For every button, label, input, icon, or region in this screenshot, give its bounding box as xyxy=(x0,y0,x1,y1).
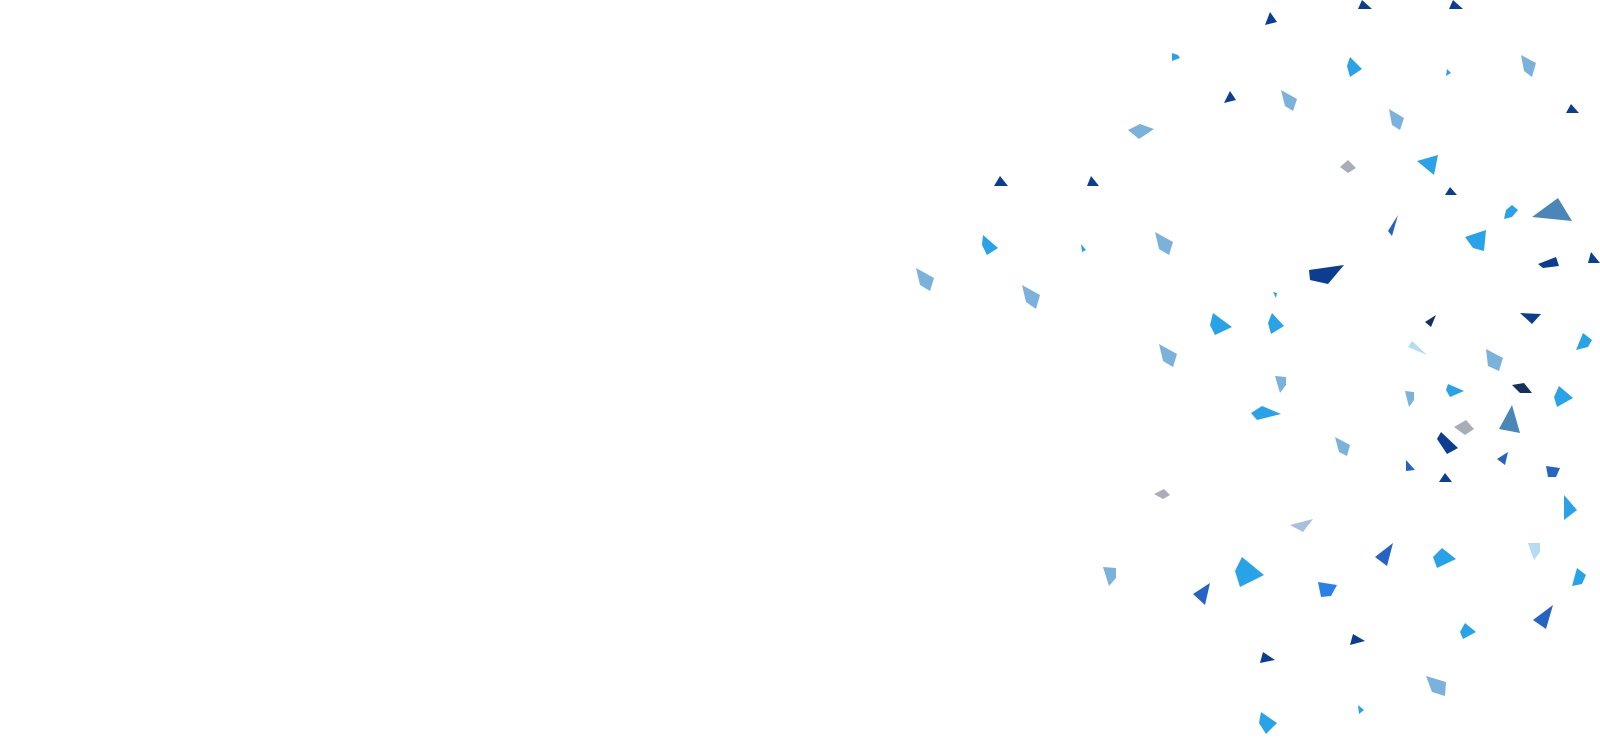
confetti-quad xyxy=(1554,386,1573,407)
confetti-quad xyxy=(1433,548,1456,568)
confetti-quad xyxy=(1210,313,1232,335)
confetti-quad xyxy=(1512,383,1532,393)
confetti-triangle xyxy=(1532,198,1572,221)
confetti-triangle xyxy=(1520,313,1541,324)
confetti-quad xyxy=(1275,376,1286,393)
confetti-quad xyxy=(1465,230,1486,251)
confetti-quad xyxy=(1235,557,1264,587)
confetti-quad xyxy=(1347,57,1362,77)
confetti-quad xyxy=(1172,53,1180,61)
confetti-triangle xyxy=(1406,460,1415,471)
confetti-quad xyxy=(1309,265,1344,284)
confetti-triangle xyxy=(1449,0,1463,9)
confetti-quad xyxy=(1460,623,1476,639)
confetti-triangle xyxy=(1417,155,1438,175)
confetti-triangle xyxy=(1081,244,1086,252)
confetti-quad xyxy=(1335,437,1350,456)
confetti-triangle xyxy=(1087,176,1099,186)
confetti-triangle xyxy=(1273,292,1277,298)
confetti-triangle xyxy=(1265,12,1277,25)
confetti-quad xyxy=(1103,567,1116,586)
confetti-triangle xyxy=(1439,473,1452,482)
confetti-quad xyxy=(1128,124,1154,139)
confetti-triangle xyxy=(1290,519,1313,532)
confetti-quad xyxy=(1504,205,1518,219)
confetti-quad xyxy=(1155,232,1173,255)
confetti-quad xyxy=(1159,344,1177,367)
confetti-quad xyxy=(1251,406,1281,420)
confetti-triangle xyxy=(1358,705,1364,714)
confetti-quad xyxy=(1281,90,1297,111)
confetti-quad xyxy=(1486,349,1503,371)
confetti-quad xyxy=(1405,391,1414,407)
confetti-triangle xyxy=(1564,495,1577,520)
confetti-triangle xyxy=(1388,215,1398,236)
confetti-triangle xyxy=(1566,104,1579,113)
confetti-triangle xyxy=(994,176,1008,186)
confetti-quad xyxy=(1268,313,1284,334)
confetti-triangle xyxy=(1408,341,1427,355)
confetti-triangle xyxy=(1425,315,1436,327)
confetti-triangle xyxy=(1499,405,1520,433)
confetti-quad xyxy=(1521,55,1536,77)
confetti-quad xyxy=(1389,109,1404,130)
confetti-quad xyxy=(1446,384,1464,397)
confetti-quad xyxy=(1437,432,1458,454)
confetti-triangle xyxy=(1588,252,1600,263)
confetti-quad xyxy=(1154,489,1170,499)
confetti-triangle xyxy=(1497,452,1508,465)
confetti-quad xyxy=(916,268,934,291)
confetti-quad xyxy=(1426,676,1446,696)
confetti-quad xyxy=(1454,420,1474,435)
confetti-triangle xyxy=(1358,0,1372,9)
confetti-quad xyxy=(1576,333,1592,350)
confetti-quad xyxy=(1546,466,1560,477)
confetti-triangle xyxy=(1533,605,1553,629)
confetti-triangle xyxy=(1224,91,1236,103)
confetti-triangle xyxy=(1350,634,1365,645)
confetti-triangle xyxy=(1260,652,1275,663)
confetti-quad xyxy=(1340,160,1356,173)
confetti-quad xyxy=(1528,543,1540,560)
confetti-quad xyxy=(1318,582,1337,597)
confetti-quad xyxy=(982,235,998,255)
confetti-triangle xyxy=(1193,583,1210,605)
confetti-quad xyxy=(1022,285,1040,309)
confetti-triangle xyxy=(1446,69,1451,76)
confetti-quad xyxy=(1572,568,1586,586)
confetti-triangle xyxy=(1375,543,1393,566)
confetti-quad xyxy=(1259,712,1277,734)
confetti-triangle xyxy=(1445,187,1457,195)
confetti-quad xyxy=(1538,257,1559,268)
